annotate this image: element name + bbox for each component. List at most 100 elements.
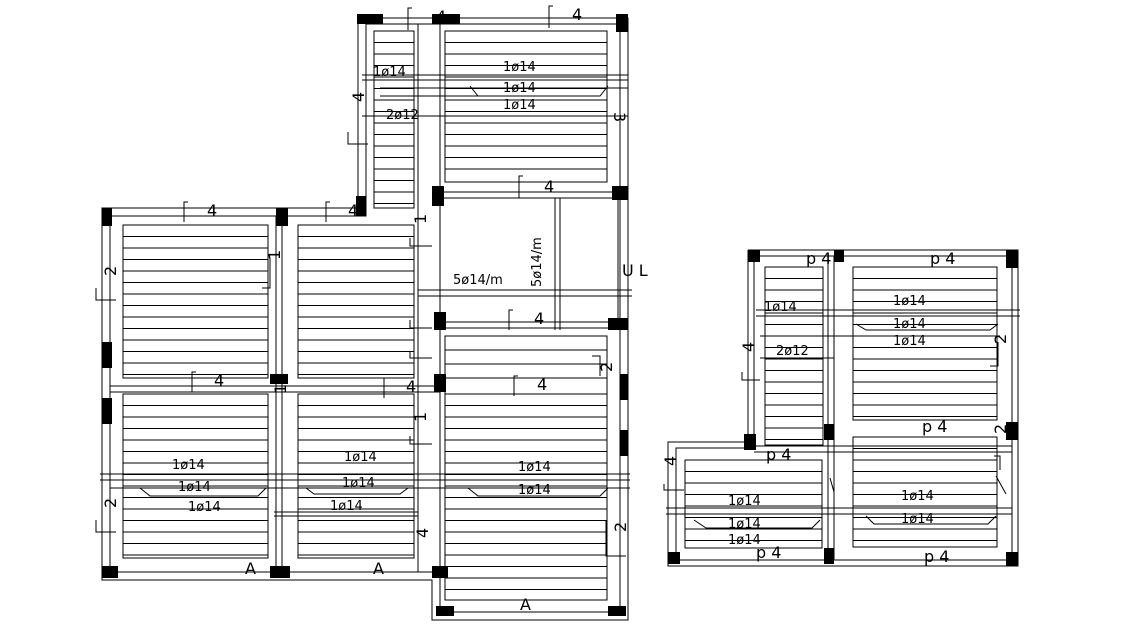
rebar-label: 1ø14 [893, 294, 926, 309]
column-block [102, 208, 112, 226]
slab-panel [684, 459, 823, 549]
slab-panel [444, 30, 608, 183]
axis-label: A [245, 559, 256, 578]
columns [102, 14, 1018, 616]
plan-a [95, 5, 632, 621]
section-mark: 4 [406, 377, 416, 396]
slab-panel [852, 266, 998, 421]
rebar-label: 1ø14 [503, 60, 536, 75]
section-mark: 1 [265, 250, 284, 260]
column-block [356, 196, 366, 216]
section-mark: 2 [597, 362, 616, 372]
column-block [612, 186, 628, 200]
slab-panel [444, 335, 608, 395]
section-mark: 4 [572, 5, 582, 24]
plan-b-outline [667, 249, 1019, 567]
axis-label: A [520, 595, 531, 614]
section-mark: 2 [101, 498, 120, 508]
column-block [620, 430, 628, 456]
column-block [276, 208, 288, 226]
rebar-label: 1ø14 [728, 494, 761, 509]
column-block [357, 14, 383, 24]
section-mark: 2 [991, 334, 1010, 344]
rebar-label: 1ø14 [518, 483, 551, 498]
column-block [608, 606, 626, 616]
rebar-label: 1ø14 [728, 517, 761, 532]
rebar-label: 1ø14 [893, 334, 926, 349]
rebar-label: 1ø14 [901, 489, 934, 504]
section-mark: 2 [991, 424, 1010, 434]
plan-b-panels [684, 266, 998, 549]
section-mark: 1 [271, 384, 290, 394]
section-mark: 1 [411, 214, 430, 224]
section-mark: 4 [214, 371, 224, 390]
section-mark: 4 [436, 7, 446, 26]
section-mark: 1 [411, 412, 430, 422]
section-mark: 4 [207, 201, 217, 220]
column-block [1006, 422, 1018, 440]
rebar-label: 2ø12 [776, 344, 809, 359]
slab-panel [297, 224, 415, 379]
column-block [668, 552, 680, 564]
column-block [432, 14, 460, 24]
rebar-label: 1ø14 [342, 476, 375, 491]
column-block [824, 548, 834, 564]
rebar-label: 1ø14 [373, 65, 406, 80]
plan-b-labels: 1ø14 1ø14 1ø14 2ø12 1ø14 1ø14 1ø14 1ø14 … [661, 249, 1010, 566]
panel-mark: p 4 [756, 543, 781, 562]
column-block [1006, 552, 1018, 566]
panel-mark: p 4 [766, 445, 791, 464]
column-block [608, 318, 628, 330]
plan-a-outline [101, 17, 629, 621]
rebar-label: 1ø14 [188, 500, 221, 515]
spacing-label: 5ø14/m [530, 237, 545, 287]
section-mark: 4 [544, 177, 554, 196]
column-block [432, 566, 448, 578]
column-block [616, 14, 628, 32]
column-block [744, 434, 756, 450]
rebar-label: 1ø14 [344, 450, 377, 465]
slab-panel [297, 393, 415, 559]
rebar-label: 1ø14 [178, 480, 211, 495]
column-block [434, 374, 446, 392]
column-block [270, 374, 288, 384]
opening-label: U L [622, 261, 648, 280]
panel-mark: p 4 [806, 249, 831, 268]
section-mark: 4 [413, 528, 432, 538]
section-mark: 4 [349, 92, 368, 102]
column-block [102, 342, 112, 368]
section-mark: 4 [537, 375, 547, 394]
panel-mark: p 4 [922, 417, 947, 436]
rebar-label: 1ø14 [503, 81, 536, 96]
column-block [824, 424, 834, 440]
column-block [432, 186, 444, 206]
column-block [620, 374, 628, 400]
axis-label: A [373, 559, 384, 578]
rebar-label: 1ø14 [518, 460, 551, 475]
panel-mark: p 4 [930, 249, 955, 268]
rebar-label: 1ø14 [764, 300, 797, 315]
section-mark: 4 [534, 309, 544, 328]
column-block [1006, 250, 1018, 268]
rebar-label: 1ø14 [893, 317, 926, 332]
section-mark: 3 [610, 112, 629, 122]
section-mark: 4 [661, 456, 680, 466]
panel-mark: p 4 [924, 547, 949, 566]
slab-panel [852, 436, 998, 548]
rebar-label: 1ø14 [901, 512, 934, 527]
column-block [748, 250, 760, 262]
column-block [102, 566, 118, 578]
column-block [834, 250, 844, 262]
rebar-label: 1ø14 [172, 458, 205, 473]
section-mark: 2 [101, 266, 120, 276]
plan-b [663, 249, 1020, 567]
column-block [270, 566, 290, 578]
rebar-label: 2ø12 [386, 108, 419, 123]
spacing-label: 5ø14/m [453, 273, 503, 288]
slab-panel [373, 30, 415, 209]
column-block [434, 312, 446, 330]
rebar-label: 1ø14 [330, 499, 363, 514]
section-mark: 4 [348, 201, 358, 220]
section-mark: 2 [611, 522, 630, 532]
